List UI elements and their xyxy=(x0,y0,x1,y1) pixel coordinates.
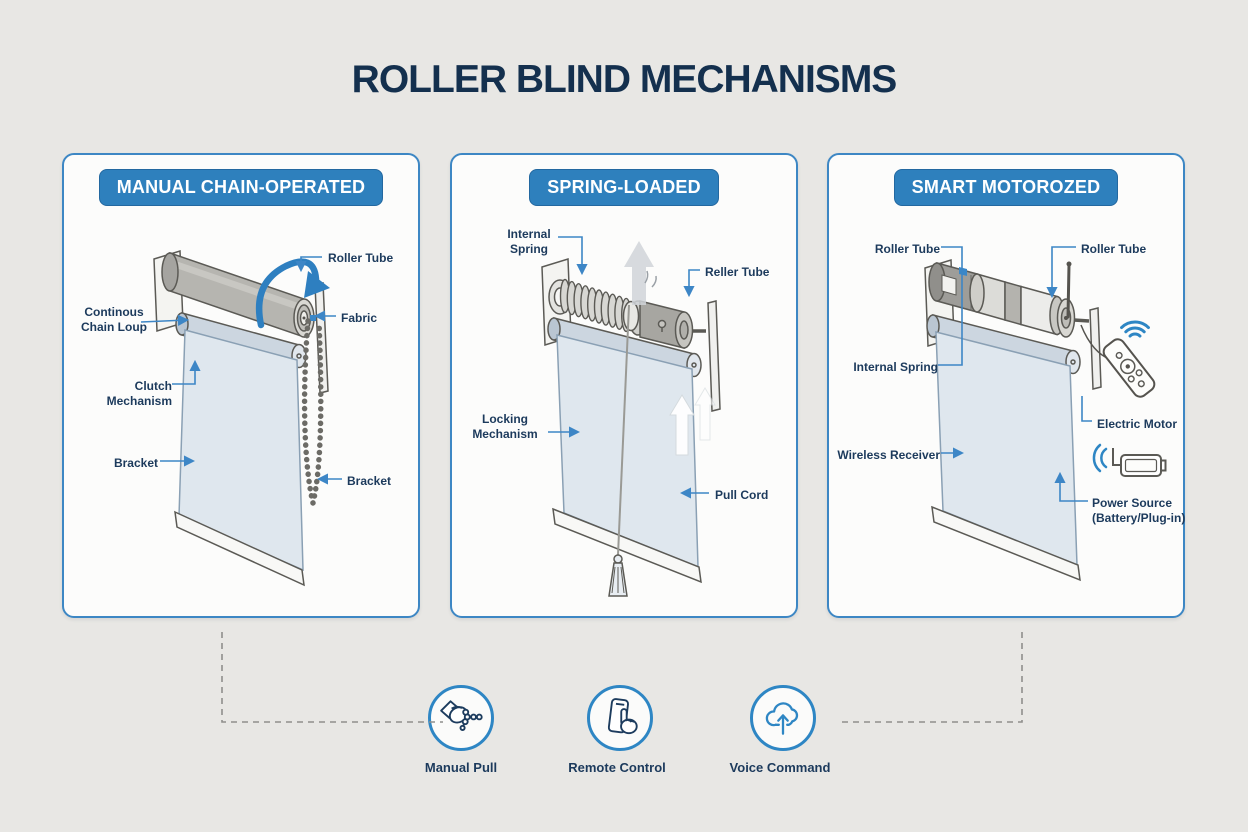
panel-header-spring: SPRING-LOADED xyxy=(529,169,719,206)
wifi-signal-icon xyxy=(1120,320,1150,338)
motorized-blind-illustration xyxy=(924,258,1167,582)
panel-header-manual: MANUAL CHAIN-OPERATED xyxy=(98,169,384,206)
panel-manual-chain-operated: MANUAL CHAIN-OPERATED Roller Tube Contin… xyxy=(62,153,420,618)
label-locking-mechanism: Locking Mechanism xyxy=(472,412,538,441)
label-roller-tube: Roller Tube xyxy=(328,251,394,265)
label-bracket-right: Bracket xyxy=(347,474,392,488)
up-arrow-large xyxy=(624,241,654,305)
up-arrow-small-1 xyxy=(669,394,695,456)
manual-blind-illustration xyxy=(153,249,330,587)
remote-control-badge xyxy=(587,685,653,751)
side-bracket-shape xyxy=(314,282,329,394)
footer-label-voice-command: Voice Command xyxy=(729,760,831,775)
cord-tassel xyxy=(608,554,628,597)
label-internal-spring: Internal Spring xyxy=(507,227,551,256)
phone-tap-icon xyxy=(607,698,638,735)
side-bracket-shape xyxy=(707,300,721,412)
page-title: ROLLER BLIND MECHANISMS xyxy=(351,58,898,101)
pull-cord-line xyxy=(617,304,630,556)
bottom-bar xyxy=(931,505,1081,582)
label-bracket-left: Bracket xyxy=(113,456,158,470)
voice-command-badge xyxy=(750,685,816,751)
footer-label-manual-pull: Manual Pull xyxy=(424,760,498,775)
bottom-bar xyxy=(174,510,305,587)
label-fabric: Fabric xyxy=(341,311,378,325)
label-internal-spring: Internal Spring xyxy=(853,360,938,374)
label-electric-motor: Electric Motor xyxy=(1097,417,1178,431)
cloud-voice-icon xyxy=(765,702,799,735)
label-wireless-receiver: Wireless Receiver xyxy=(837,448,940,462)
label-roller-tube: Reller Tube xyxy=(705,265,770,279)
bottom-bar xyxy=(552,507,702,584)
hand-pull-chain-icon xyxy=(440,700,483,731)
panel-spring-loaded: SPRING-LOADED Internal Spring Reller Tub… xyxy=(450,153,798,618)
remote-control-device xyxy=(1102,338,1156,398)
manual-pull-badge xyxy=(428,685,494,751)
fabric-panel xyxy=(178,329,304,572)
label-roller-tube-left: Roller Tube xyxy=(874,242,940,256)
label-power-source: Power Source (Battery/Plug-in) xyxy=(1092,496,1186,525)
panel-smart-motorized: SMART MOTOROZED Roller Tube Roller Tube … xyxy=(827,153,1185,618)
label-pull-cord: Pull Cord xyxy=(715,488,769,502)
panel-header-motorized: SMART MOTOROZED xyxy=(893,169,1119,206)
label-clutch-mechanism: Clutch Mechanism xyxy=(106,379,172,408)
spring-blind-illustration xyxy=(541,241,721,597)
label-chain-loop: Continous Chain Loup xyxy=(81,305,147,334)
up-arrow-small-2 xyxy=(694,387,716,441)
bead-chain xyxy=(301,318,324,504)
battery-icon xyxy=(1092,443,1167,477)
footer-label-remote-control: Remote Control xyxy=(568,760,666,775)
label-roller-tube-right: Roller Tube xyxy=(1081,242,1147,256)
